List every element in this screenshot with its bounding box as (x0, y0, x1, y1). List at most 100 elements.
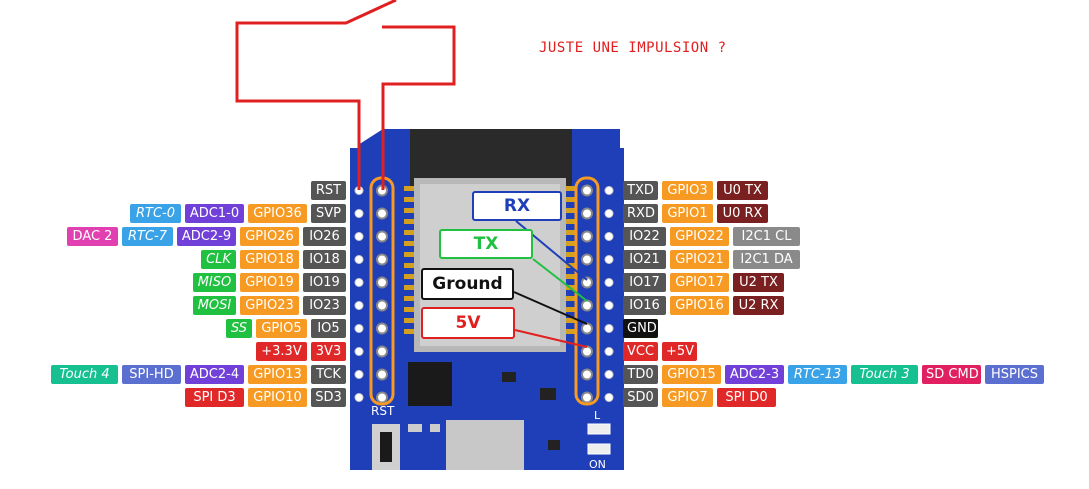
pin-label-txd: TXD (623, 181, 658, 200)
pin-label-io22: IO22 (623, 227, 666, 246)
pin-hole (354, 347, 364, 356)
reset-wire-right (381, 25, 456, 190)
pin-hole (376, 276, 388, 289)
led-label: L (594, 409, 601, 422)
pin-label-sd-cmd: SD CMD (922, 365, 981, 384)
pin-label-rtc-7: RTC-7 (122, 227, 173, 246)
pin-hole (354, 370, 364, 379)
pin-label-gpio13: GPIO13 (248, 365, 307, 384)
pin-hole (604, 255, 614, 264)
pin-label-gpio23: GPIO23 (240, 296, 299, 315)
pin-hole (581, 345, 593, 358)
callout-5v: 5V (421, 307, 515, 339)
pin-label-rxd: RXD (623, 204, 658, 223)
pin-label-u2-tx: U2 TX (733, 273, 784, 292)
pin-label-io19: IO19 (303, 273, 346, 292)
pin-hole (604, 301, 614, 310)
pin-label-gpio26: GPIO26 (240, 227, 299, 246)
pin-label-touch-3: Touch 3 (851, 365, 918, 384)
pin-label-spi-d0: SPI D0 (717, 388, 776, 407)
callout-rx: RX (472, 191, 562, 221)
pin-label-io17: IO17 (623, 273, 666, 292)
pin-label-gpio19: GPIO19 (240, 273, 299, 292)
pin-hole (604, 324, 614, 333)
pin-label-gpio10: GPIO10 (248, 388, 307, 407)
pin-hole (581, 276, 593, 289)
pin-label-adc2-9: ADC2-9 (177, 227, 236, 246)
pin-hole (376, 230, 388, 243)
pin-label-io5: IO5 (311, 319, 346, 338)
pin-label-io21: IO21 (623, 250, 666, 269)
pin-label-gpio36: GPIO36 (248, 204, 307, 223)
pin-label-td0: TD0 (623, 365, 658, 384)
pin-label-io26: IO26 (303, 227, 346, 246)
pin-hole (604, 186, 614, 195)
pin-hole (354, 255, 364, 264)
annotation-note: JUSTE UNE IMPULSION ? (539, 40, 727, 56)
pin-label-mosi: MOSI (193, 296, 236, 315)
pin-hole (376, 299, 388, 312)
pin-label-3-3v: +3.3V (256, 342, 307, 361)
pin-hole (354, 301, 364, 310)
pin-label-hspics: HSPICS (985, 365, 1044, 384)
pin-label-gpio7: GPIO7 (662, 388, 713, 407)
right-header-outline (574, 176, 600, 406)
pin-label-gpio15: GPIO15 (662, 365, 721, 384)
pin-hole (354, 393, 364, 402)
pin-label-rst: RST (311, 181, 346, 200)
pin-hole (376, 253, 388, 266)
pin-label-vcc: VCC (623, 342, 658, 361)
pin-hole (581, 299, 593, 312)
pin-hole (354, 232, 364, 241)
header-pins (354, 176, 614, 406)
pin-hole (581, 368, 593, 381)
power-led-label: ON (589, 458, 606, 471)
pin-hole (604, 209, 614, 218)
pin-hole (604, 232, 614, 241)
pin-label-rtc-0: RTC-0 (130, 204, 181, 223)
pin-hole (581, 230, 593, 243)
pin-label-miso: MISO (193, 273, 236, 292)
pin-label-gpio16: GPIO16 (670, 296, 729, 315)
pin-label-gpio21: GPIO21 (670, 250, 729, 269)
pin-label-io23: IO23 (303, 296, 346, 315)
pin-label-adc2-4: ADC2-4 (185, 365, 244, 384)
pin-hole (354, 278, 364, 287)
pin-label-adc1-0: ADC1-0 (185, 204, 244, 223)
pin-hole (376, 391, 388, 404)
pin-hole (354, 324, 364, 333)
callout-tx: TX (439, 229, 533, 259)
pin-hole (604, 393, 614, 402)
pin-label-tck: TCK (311, 365, 346, 384)
pin-hole (581, 391, 593, 404)
pin-label-gpio22: GPIO22 (670, 227, 729, 246)
pin-label-u2-rx: U2 RX (733, 296, 784, 315)
pin-hole (581, 184, 593, 197)
pin-label-io16: IO16 (623, 296, 666, 315)
pin-label-u0-tx: U0 TX (717, 181, 768, 200)
pin-label-io18: IO18 (303, 250, 346, 269)
pin-label-u0-rx: U0 RX (717, 204, 768, 223)
pin-hole (604, 370, 614, 379)
ground-leader (513, 291, 588, 325)
pin-hole (376, 368, 388, 381)
pin-label-spi-d3: SPI D3 (185, 388, 244, 407)
pin-label-i2c1-da: I2C1 DA (733, 250, 800, 269)
reset-wire-left (235, 0, 397, 190)
pin-label-gpio17: GPIO17 (670, 273, 729, 292)
pin-hole (604, 347, 614, 356)
usb-chip (408, 362, 452, 406)
pin-hole (581, 253, 593, 266)
pin-label-sd0: SD0 (623, 388, 658, 407)
vcc-leader (514, 329, 588, 348)
pin-label-ss: SS (226, 319, 252, 338)
pin-label-gpio18: GPIO18 (240, 250, 299, 269)
pin-hole (604, 278, 614, 287)
usb-port (446, 420, 524, 470)
pin-hole (376, 207, 388, 220)
pin-label-dac-2: DAC 2 (67, 227, 118, 246)
jumper-wires (235, 0, 588, 348)
pin-hole (581, 322, 593, 335)
callout-ground: Ground (421, 268, 514, 300)
